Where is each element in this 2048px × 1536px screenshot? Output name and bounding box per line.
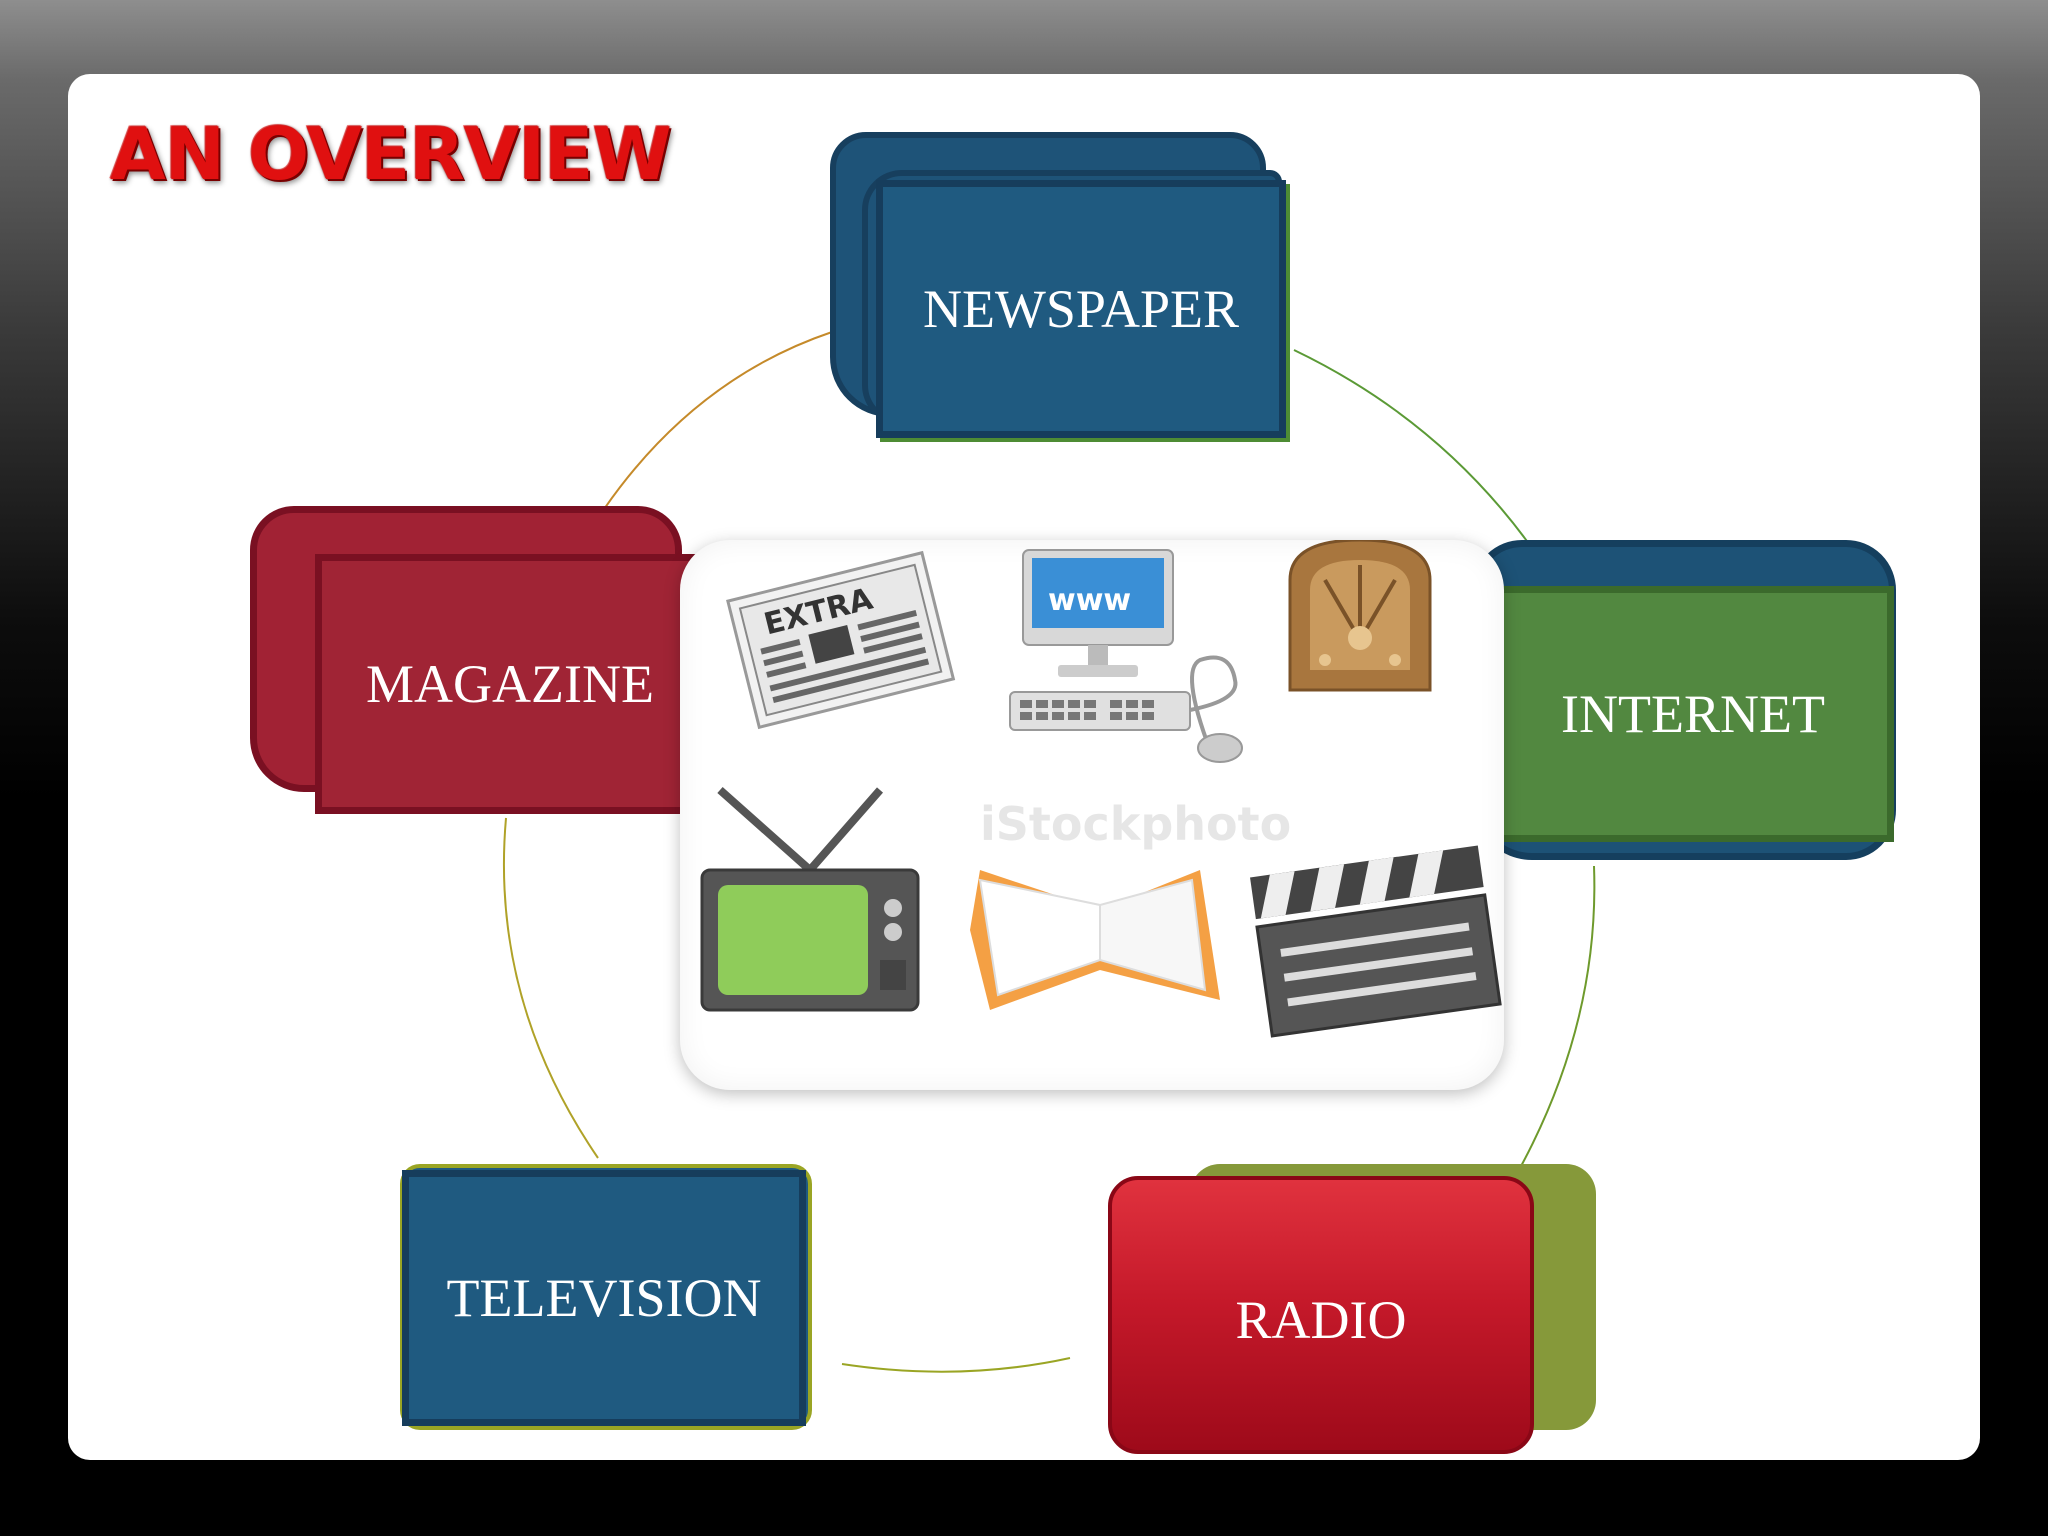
- newspaper-node: NEWSPAPER: [876, 180, 1286, 438]
- connector-radio-television: [841, 1357, 1071, 1373]
- watermark-text: iStockphoto: [980, 797, 1291, 851]
- newspaper-icon: EXTRA: [726, 550, 956, 730]
- slide-title: AN OVERVIEW: [110, 112, 672, 196]
- computer-icon: www: [1009, 549, 1243, 763]
- television-node: TELEVISION: [402, 1170, 806, 1426]
- connector-magazine-newspaper: [597, 331, 833, 519]
- connector-internet-radio: [1509, 865, 1596, 1187]
- internet-label: INTERNET: [1561, 684, 1825, 744]
- monitor-text: www: [1048, 583, 1131, 618]
- magazine-label: MAGAZINE: [366, 654, 654, 714]
- television-label: TELEVISION: [446, 1268, 762, 1328]
- radio-node: RADIO: [1108, 1176, 1534, 1454]
- radio-icon: [1288, 540, 1432, 692]
- connector-newspaper-internet: [1293, 349, 1533, 549]
- newspaper-label: NEWSPAPER: [922, 279, 1240, 339]
- magazine-node: MAGAZINE: [315, 554, 735, 814]
- internet-node: INTERNET: [1492, 586, 1894, 842]
- radio-label: RADIO: [1235, 1290, 1407, 1350]
- book-icon: [970, 870, 1220, 1010]
- television-icon: [700, 787, 920, 1012]
- media-collage-image: EXTRA www: [680, 540, 1504, 1090]
- clapperboard-icon: [1250, 845, 1502, 1038]
- connector-television-magazine: [502, 817, 599, 1159]
